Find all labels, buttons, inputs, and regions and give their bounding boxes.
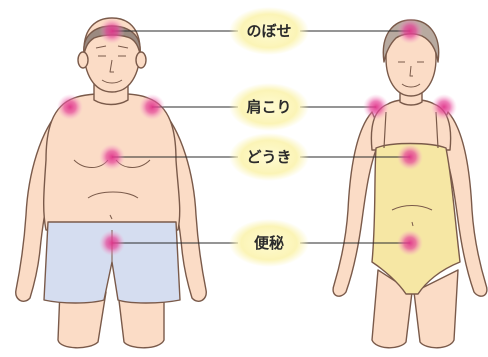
man-left-ear [78, 52, 88, 68]
marker-woman-chest [397, 144, 423, 170]
label-hot-flush-text: のぼせ [246, 22, 291, 40]
marker-man-abdomen [99, 230, 125, 256]
symptom-labels: のぼせ 肩こり どうき 便秘 [229, 7, 309, 267]
label-stiff-shoulders-text: 肩こり [246, 98, 291, 116]
label-stiff-shoulders: 肩こり [229, 83, 309, 131]
label-hot-flush: のぼせ [229, 7, 309, 55]
man-right-ear [136, 52, 146, 68]
label-palpitations: どうき [229, 133, 309, 181]
marker-woman-left-shoulder [363, 94, 389, 120]
man-figure [16, 18, 207, 348]
marker-woman-head [397, 18, 423, 44]
woman-figure [333, 20, 487, 348]
marker-man-chest [99, 144, 125, 170]
label-palpitations-text: どうき [246, 148, 291, 166]
marker-man-right-shoulder [139, 94, 165, 120]
marker-woman-right-shoulder [431, 94, 457, 120]
label-constipation: 便秘 [229, 219, 309, 267]
marker-man-head [99, 18, 125, 44]
marker-man-left-shoulder [57, 94, 83, 120]
label-constipation-text: 便秘 [254, 234, 284, 252]
marker-woman-abdomen [397, 230, 423, 256]
